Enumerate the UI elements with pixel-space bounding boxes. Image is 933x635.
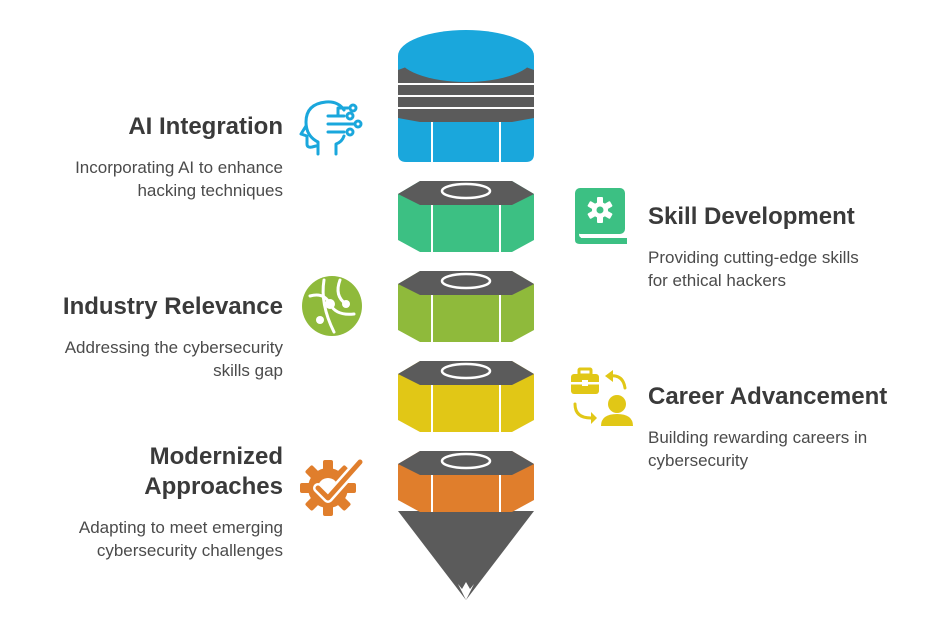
career-advancement-title: Career Advancement: [648, 383, 888, 410]
ai-head-icon: [299, 100, 363, 156]
ai-integration-title: AI Integration: [128, 113, 283, 140]
ai-integration-description: Incorporating AI to enhance hacking tech…: [75, 158, 283, 200]
gear-check-icon: [300, 457, 364, 516]
career-advancement-description: Building rewarding careers in cybersecur…: [648, 428, 868, 470]
industry-relevance-description: Addressing the cybersecurity skills gap: [64, 338, 283, 380]
industry-relevance-title: Industry Relevance: [62, 293, 283, 320]
segment-skill-development: [398, 181, 534, 252]
globe-network-icon: [302, 276, 362, 336]
segment-industry-relevance: [398, 271, 534, 342]
segment-career-advancement: [398, 361, 534, 432]
segment-modernized-approaches: [398, 451, 534, 600]
career-switch-icon: [571, 367, 633, 426]
modernized-approaches-description: Adapting to meet emerging cybersecurity …: [78, 518, 283, 560]
skill-book-icon: [575, 188, 627, 244]
skill-development-title: Skill Development: [648, 203, 855, 230]
skill-development-description: Providing cutting-edge skills for ethica…: [648, 248, 859, 290]
modernized-approaches-title: Modernized Approaches: [144, 443, 283, 500]
segment-ai-integration: [398, 30, 534, 162]
